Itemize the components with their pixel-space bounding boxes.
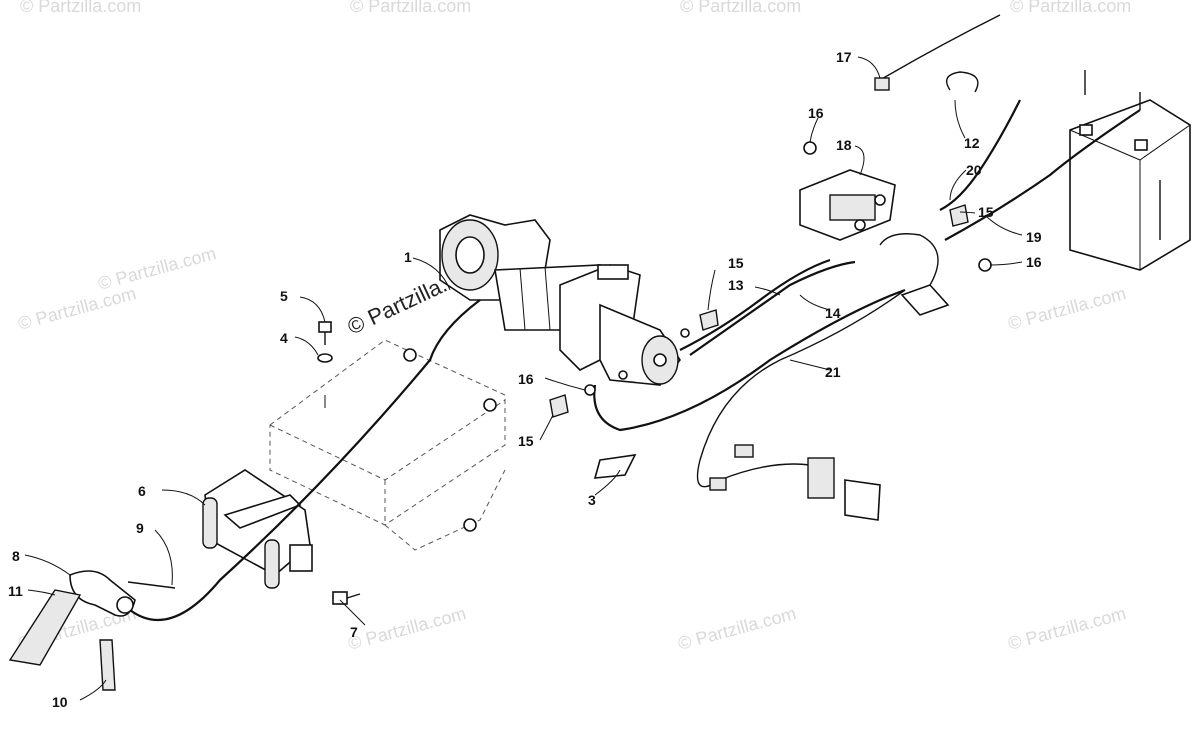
cable-13 [679, 258, 831, 351]
strap-12 [946, 71, 979, 93]
callout-19: 19 [1026, 229, 1042, 245]
switch-bezel [844, 479, 881, 521]
boot-15 [699, 309, 719, 331]
watermark: © Partzilla.com [1006, 603, 1128, 654]
callout-15: 15 [728, 255, 744, 271]
winch-assembly [439, 214, 690, 386]
rocker-switch [807, 457, 835, 499]
callout-10: 10 [52, 694, 68, 710]
callout-15: 15 [978, 204, 994, 220]
cable-tie-17 [879, 14, 1001, 81]
callout-9: 9 [136, 520, 144, 536]
harness-lead [879, 233, 939, 286]
callout-11: 11 [8, 583, 23, 599]
motor-cable [593, 288, 906, 432]
callout-16: 16 [808, 105, 824, 121]
watermark: © Partzilla.com [1006, 283, 1128, 334]
nut-16 [584, 384, 596, 396]
watermark: © Partzilla.com [16, 283, 138, 334]
watermark: © Partzilla.com [676, 603, 798, 654]
cable-14 [689, 260, 856, 356]
callout-13: 13 [728, 277, 744, 293]
callout-4: 4 [280, 330, 288, 346]
callout-20: 20 [966, 162, 982, 178]
callout-8: 8 [12, 548, 20, 564]
cable-20 [939, 99, 1021, 211]
contactor-18 [799, 169, 896, 241]
callout-15: 15 [518, 433, 534, 449]
callout-5: 5 [280, 288, 288, 304]
nut-16 [978, 258, 992, 272]
harness-connector [900, 284, 950, 316]
callout-16: 16 [1026, 254, 1042, 270]
watermark: © Partzilla.com [1010, 0, 1131, 16]
callout-21: 21 [825, 364, 841, 380]
callout-1: 1 [404, 249, 412, 265]
callout-12: 12 [964, 135, 980, 151]
mount-plate [269, 339, 506, 551]
roller-fairlead [202, 469, 313, 589]
bolt-5 [317, 321, 333, 363]
winch-cable [129, 299, 481, 622]
harness-plug [734, 444, 754, 458]
callout-16: 16 [518, 371, 534, 387]
harness-21 [696, 289, 906, 488]
cable-19 [944, 109, 1141, 241]
hook-assembly [8, 570, 176, 691]
callout-7: 7 [350, 624, 358, 640]
harness-plug [709, 477, 727, 491]
bracket-3 [593, 453, 637, 479]
boot-15 [549, 394, 569, 418]
callout-labels: 1 3 4 5 6 7 8 9 10 11 12 13 14 15 15 15 … [8, 49, 1042, 710]
callout-14: 14 [825, 305, 841, 321]
nut-16 [803, 141, 817, 155]
watermark: © Partzilla.com [20, 0, 141, 16]
callout-3: 3 [588, 492, 596, 508]
callout-leaders [24, 56, 1023, 701]
battery [1069, 99, 1191, 271]
bolt-7 [332, 591, 361, 605]
cable-tie-head [874, 77, 890, 91]
callout-18: 18 [836, 137, 852, 153]
watermark: © Partzilla.com [346, 603, 468, 654]
watermark: © Partzilla.com [350, 0, 471, 16]
watermark: © Partzilla.com [680, 0, 801, 16]
watermark: © Partzilla.com [96, 243, 218, 294]
callout-17: 17 [836, 49, 852, 65]
callout-6: 6 [138, 483, 146, 499]
boot-15 [949, 204, 969, 227]
